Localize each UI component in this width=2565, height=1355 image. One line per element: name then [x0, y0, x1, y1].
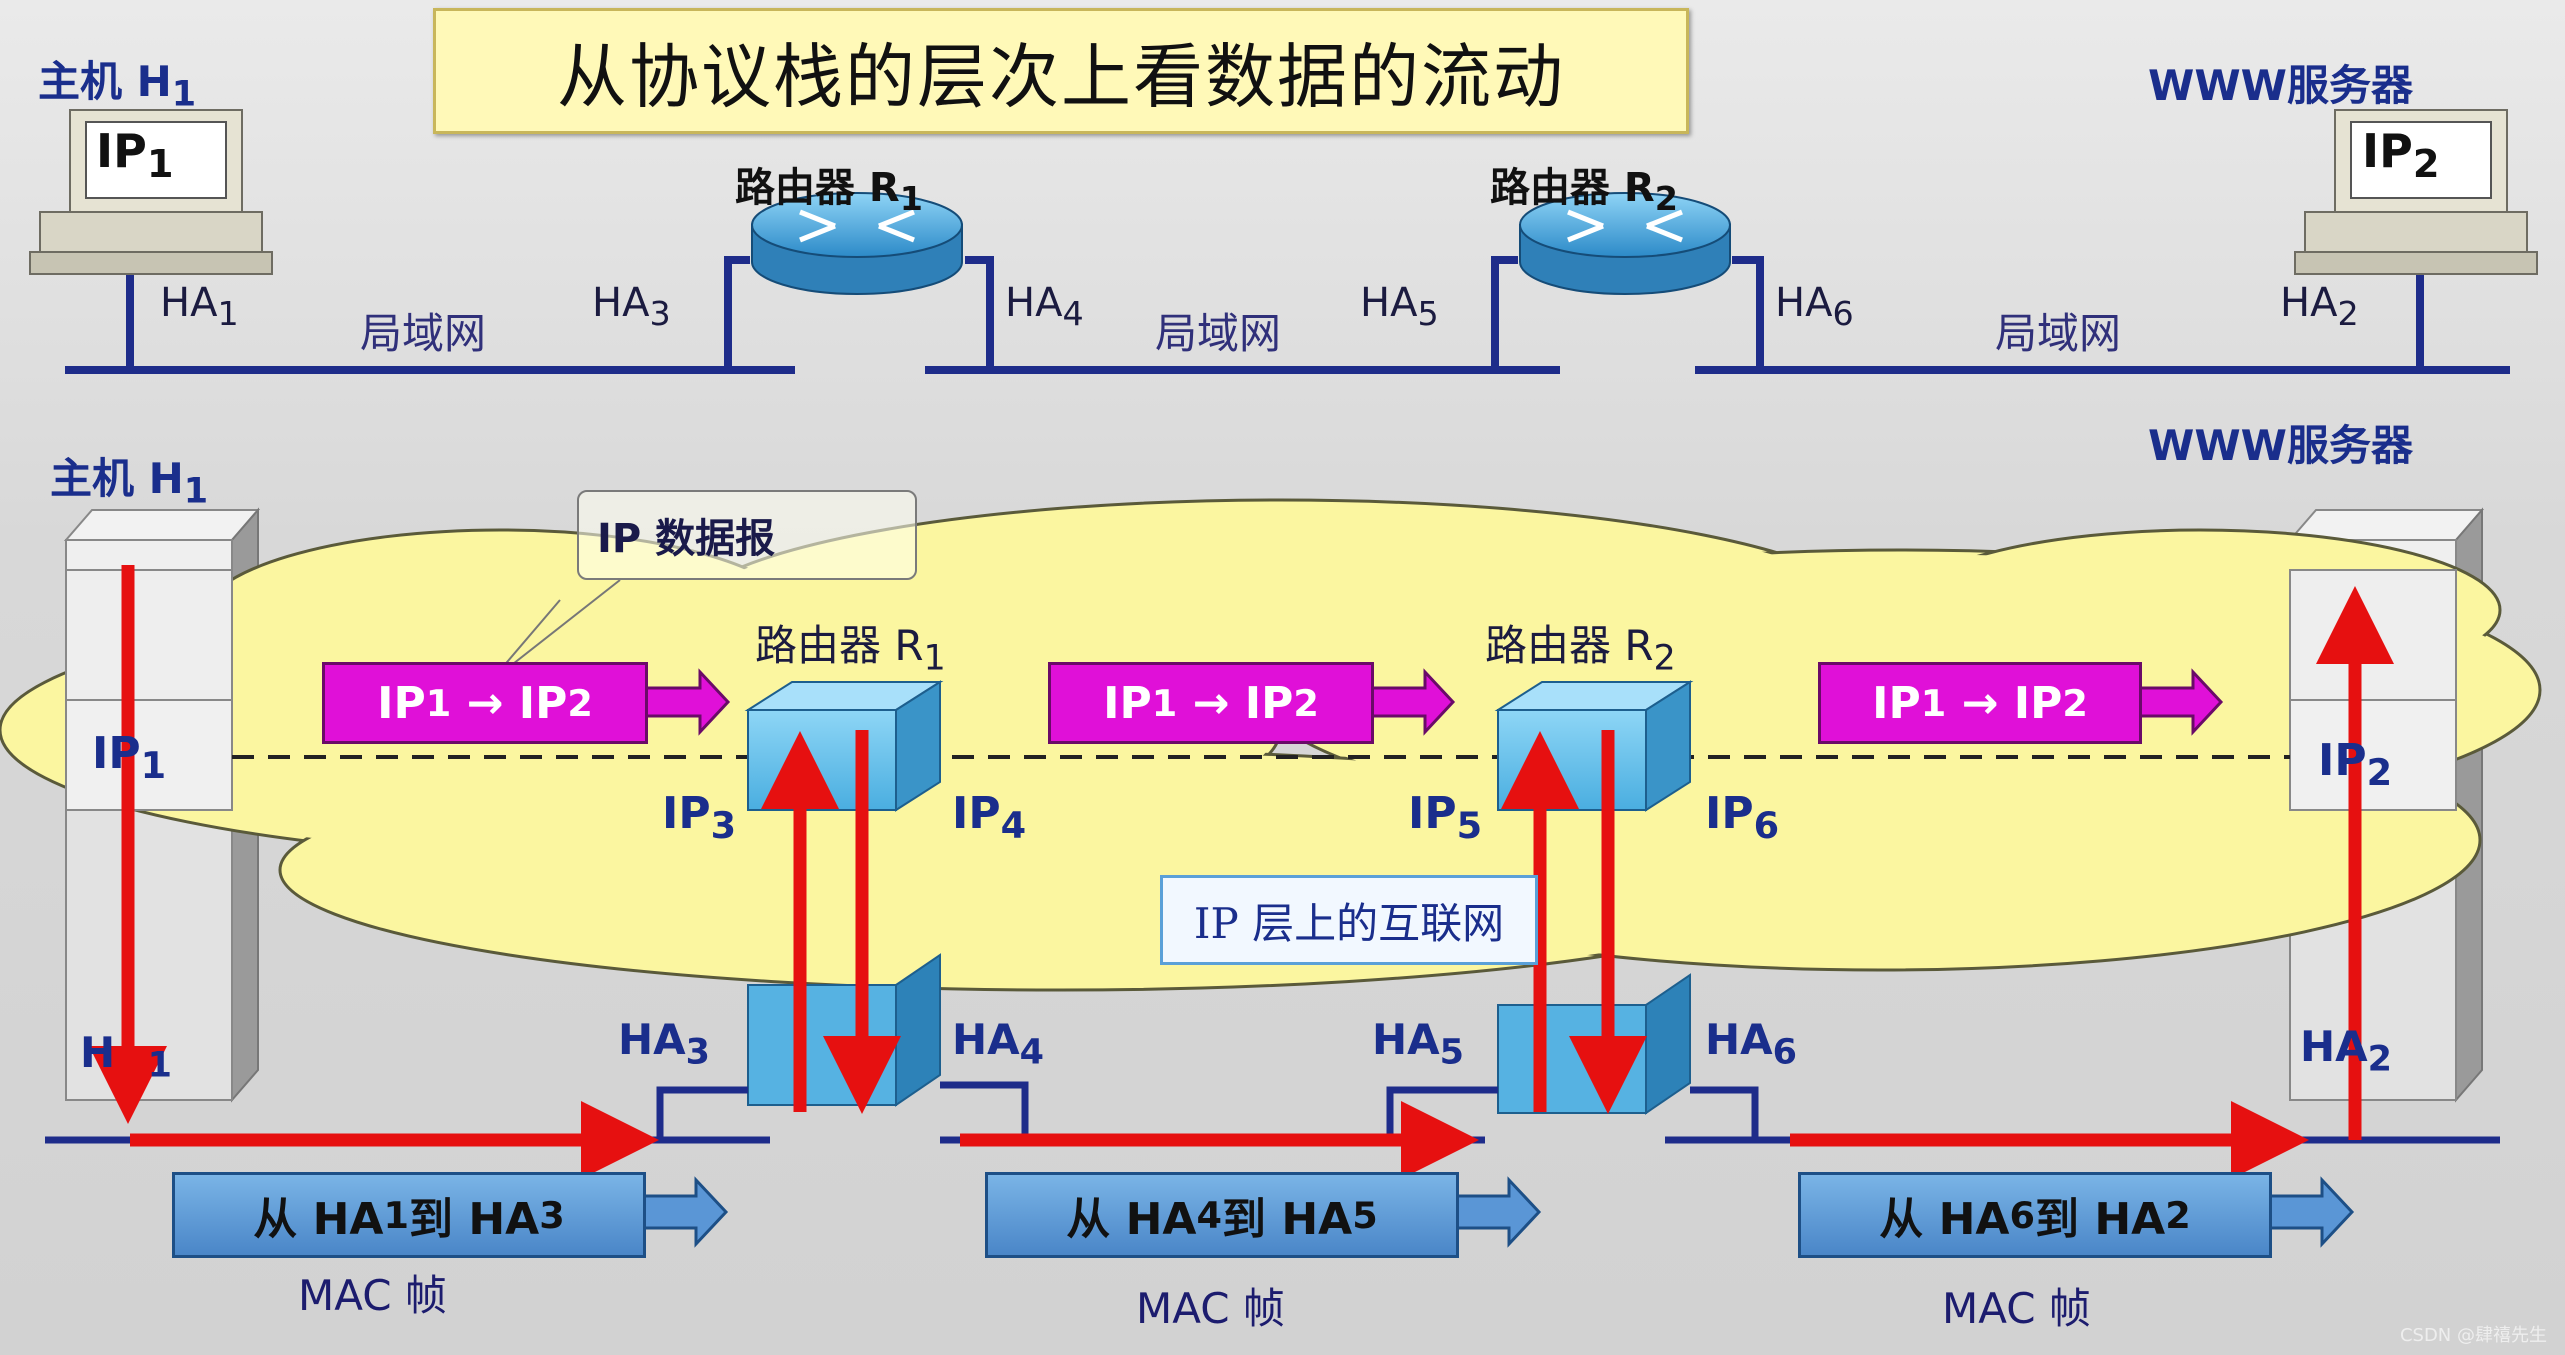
- top-ha1: HA1: [160, 280, 239, 333]
- router-r1-icon: [751, 192, 963, 295]
- bottom-ha5: HA5: [1372, 1015, 1465, 1073]
- top-ha3: HA3: [592, 280, 671, 333]
- host-ip1: IP1: [92, 728, 167, 787]
- lan-label-3: 局域网: [1995, 309, 2122, 358]
- top-ha6: HA6: [1775, 280, 1854, 333]
- bottom-link-wires: [45, 1081, 2500, 1144]
- top-host-label: 主机 H1: [38, 57, 197, 115]
- mac-frame-arrow-heads: [640, 1176, 2355, 1248]
- bottom-ha6: HA6: [1705, 1015, 1798, 1073]
- lan-label-1: 局域网: [360, 309, 487, 358]
- router-r1-ip3: IP3: [662, 788, 737, 847]
- router-r2-ip5: IP5: [1408, 788, 1483, 847]
- router-r2-icon: [1519, 192, 1731, 295]
- top-host-ip: IP1: [96, 124, 174, 188]
- top-server-ip: IP2: [2362, 124, 2440, 188]
- top-ha2: HA2: [2280, 280, 2359, 333]
- router-r1-ip4: IP4: [952, 788, 1027, 847]
- mac-caption-2: MAC 帧: [1136, 1284, 1285, 1333]
- host-computer-icon: [29, 109, 273, 275]
- server-computer-icon: [2294, 109, 2538, 275]
- bottom-ha1: HA1: [80, 1028, 173, 1086]
- mac-caption-3: MAC 帧: [1942, 1284, 2091, 1333]
- packet-arrow-heads: [643, 668, 2224, 736]
- bottom-server-label: WWW服务器: [2148, 421, 2413, 470]
- bottom-ha2: HA2: [2300, 1022, 2393, 1080]
- bottom-ha3: HA3: [618, 1015, 711, 1073]
- r2-right-drop: [1732, 256, 1764, 370]
- bottom-router-r2-label: 路由器 R2: [1485, 621, 1676, 679]
- mac-caption-1: MAC 帧: [298, 1271, 447, 1320]
- ip-internet-label: IP 层上的互联网: [1160, 875, 1538, 965]
- bottom-router-r1-label: 路由器 R1: [755, 621, 946, 679]
- slide-title: 从协议栈的层次上看数据的流动: [557, 35, 1565, 118]
- top-router-r1-label: 路由器 R1: [735, 165, 923, 218]
- server-ip2: IP2: [2318, 735, 2393, 794]
- top-ha5: HA5: [1360, 280, 1439, 333]
- lan-label-2: 局域网: [1155, 309, 1282, 358]
- top-router-r2-label: 路由器 R2: [1490, 165, 1678, 218]
- r1-left-drop: [724, 256, 750, 370]
- top-server-label: WWW服务器: [2148, 61, 2413, 110]
- top-lan-wires: [65, 256, 2510, 374]
- r2-left-drop: [1491, 256, 1518, 370]
- data-flow-arrows: [89, 565, 2394, 1179]
- watermark: CSDN @肆禧先生: [2399, 1325, 2547, 1346]
- router-r2-ip6: IP6: [1705, 788, 1780, 847]
- slide-title-box: 从协议栈的层次上看数据的流动: [433, 8, 1689, 134]
- r1-right-drop: [965, 256, 994, 370]
- bottom-ha4: HA4: [952, 1015, 1045, 1073]
- top-ha4: HA4: [1005, 280, 1084, 333]
- bottom-host-label: 主机 H1: [50, 454, 209, 512]
- ip-datagram-callout: IP 数据报: [577, 490, 917, 580]
